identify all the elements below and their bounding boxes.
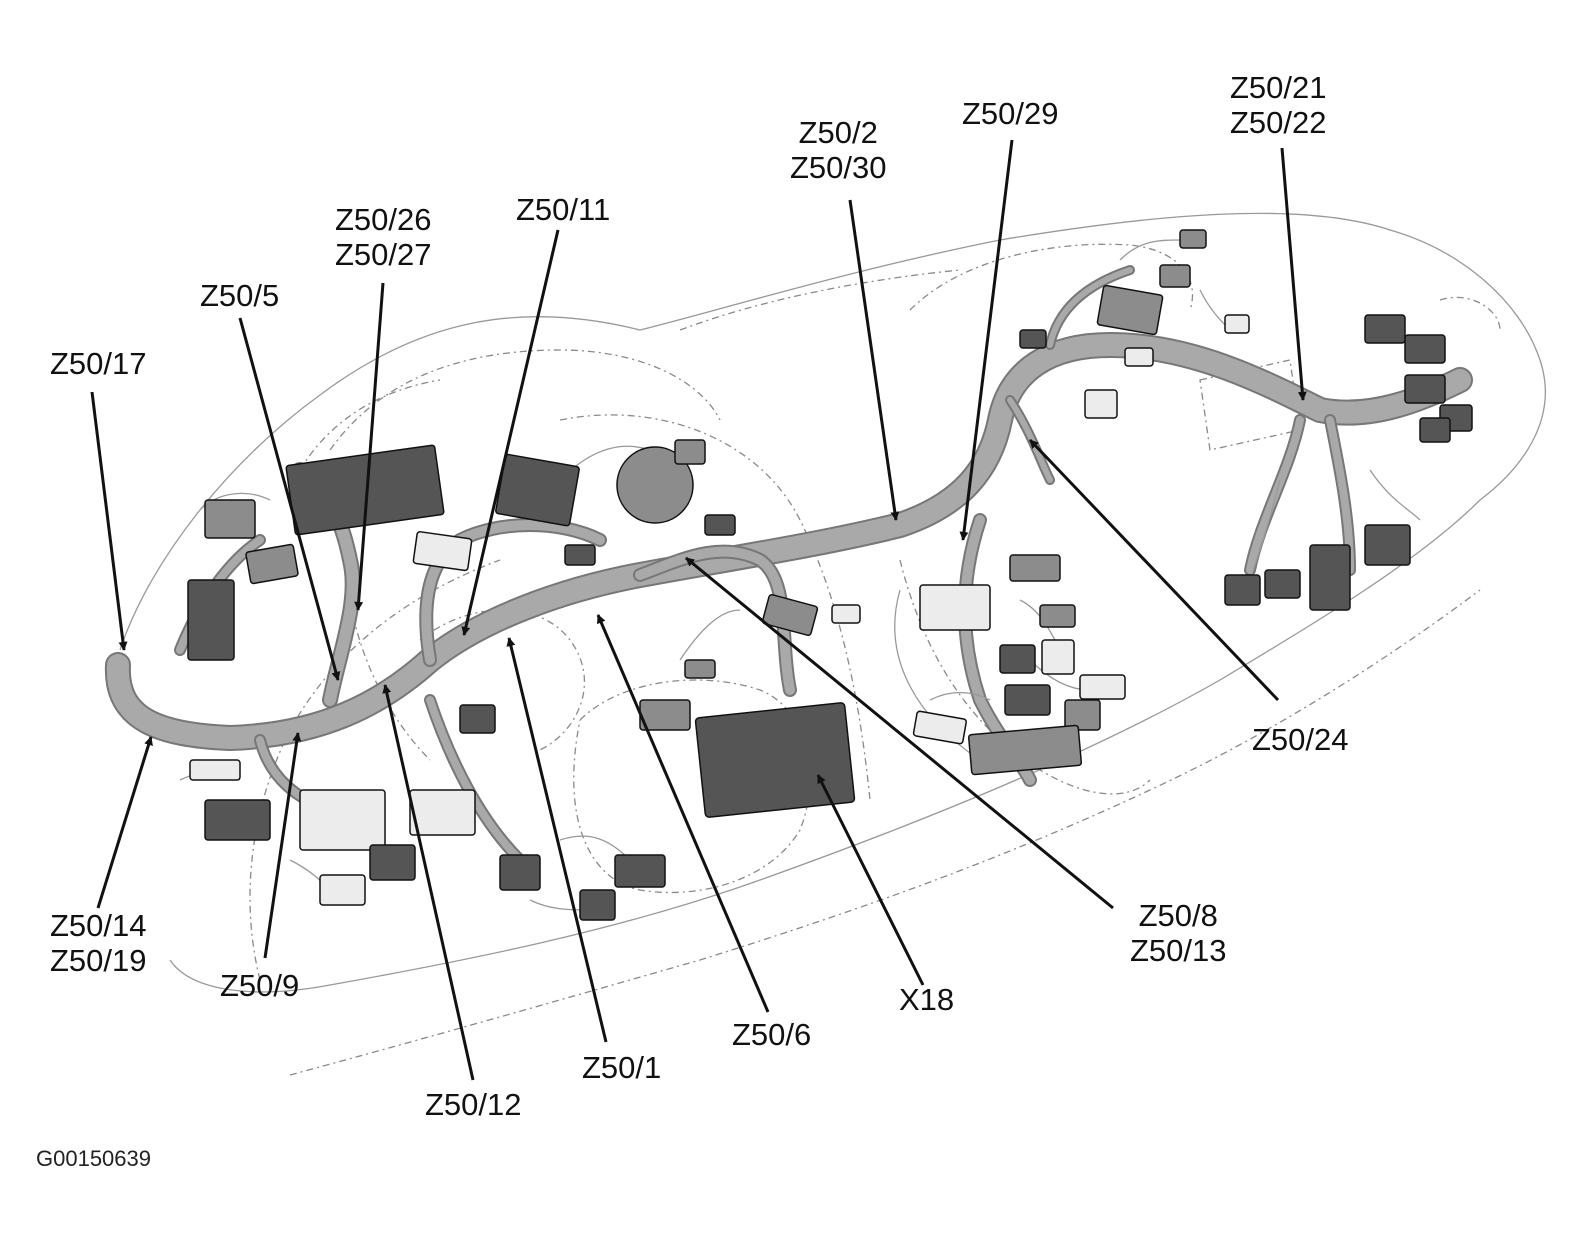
callout-z50-12: Z50/12 bbox=[425, 1087, 522, 1122]
arrow-x18 bbox=[816, 774, 925, 986]
callout-text: Z50/27 bbox=[335, 237, 432, 272]
arrow-z50-17 bbox=[90, 391, 128, 651]
callout-text: Z50/22 bbox=[1230, 105, 1327, 140]
callout-text: Z50/8 bbox=[1138, 898, 1218, 933]
callout-z50-1: Z50/1 bbox=[582, 1050, 661, 1085]
callout-x18: X18 bbox=[899, 982, 954, 1017]
callout-z50-14-19: Z50/14 Z50/19 bbox=[50, 908, 147, 978]
dashboard-outline bbox=[119, 212, 1546, 1076]
arrow-z50-2-30 bbox=[848, 199, 900, 521]
callout-z50-29: Z50/29 bbox=[962, 96, 1059, 131]
callout-text: Z50/19 bbox=[50, 943, 147, 978]
callout-text: Z50/17 bbox=[50, 346, 147, 381]
callout-z50-5: Z50/5 bbox=[200, 278, 279, 313]
callout-text: Z50/14 bbox=[50, 908, 147, 943]
callout-z50-2-30: Z50/2 Z50/30 bbox=[790, 115, 887, 185]
callout-text: Z50/11 bbox=[516, 192, 611, 227]
arrow-z50-21-22 bbox=[1280, 147, 1307, 401]
callout-z50-21-22: Z50/21 Z50/22 bbox=[1230, 70, 1327, 140]
arrow-z50-26-27 bbox=[354, 282, 385, 611]
callout-text: Z50/29 bbox=[962, 96, 1059, 131]
arrow-z50-12 bbox=[382, 684, 475, 1081]
callout-z50-26-27: Z50/26 Z50/27 bbox=[335, 202, 432, 272]
callout-z50-8-13: Z50/8 Z50/13 bbox=[1130, 898, 1227, 968]
callout-z50-9: Z50/9 bbox=[220, 968, 299, 1003]
callout-z50-11: Z50/11 bbox=[516, 192, 610, 227]
arrow-z50-5 bbox=[238, 317, 341, 681]
callout-text: Z50/13 bbox=[1130, 933, 1227, 968]
callout-text: Z50/1 bbox=[582, 1050, 662, 1085]
callout-z50-6: Z50/6 bbox=[732, 1017, 811, 1052]
callout-z50-17: Z50/17 bbox=[50, 346, 147, 381]
callout-text: Z50/26 bbox=[335, 202, 432, 237]
callout-text: Z50/21 bbox=[1230, 70, 1327, 105]
figure-reference-code: G00150639 bbox=[36, 1146, 151, 1171]
connectors bbox=[187, 229, 1473, 921]
leader-arrows bbox=[90, 139, 1307, 1081]
arrow-z50-29 bbox=[959, 139, 1014, 541]
callout-text: Z50/2 bbox=[798, 115, 878, 150]
callout-z50-24: Z50/24 bbox=[1252, 722, 1349, 757]
arrow-z50-8-13 bbox=[685, 556, 1114, 910]
callout-text: Z50/6 bbox=[732, 1017, 812, 1052]
arrow-z50-9 bbox=[263, 732, 302, 959]
callout-text: Z50/9 bbox=[220, 968, 300, 1003]
callout-text: Z50/30 bbox=[790, 150, 887, 185]
arrow-z50-1 bbox=[506, 637, 608, 1043]
callout-text: X18 bbox=[899, 982, 955, 1017]
callout-text: Z50/12 bbox=[425, 1087, 522, 1122]
arrow-z50-24 bbox=[1028, 438, 1280, 702]
arrow-z50-6 bbox=[596, 614, 770, 1013]
arrow-z50-14-19 bbox=[96, 736, 153, 909]
callout-text: Z50/24 bbox=[1252, 722, 1349, 757]
arrow-z50-11 bbox=[461, 229, 560, 636]
callout-text: Z50/5 bbox=[200, 278, 280, 313]
